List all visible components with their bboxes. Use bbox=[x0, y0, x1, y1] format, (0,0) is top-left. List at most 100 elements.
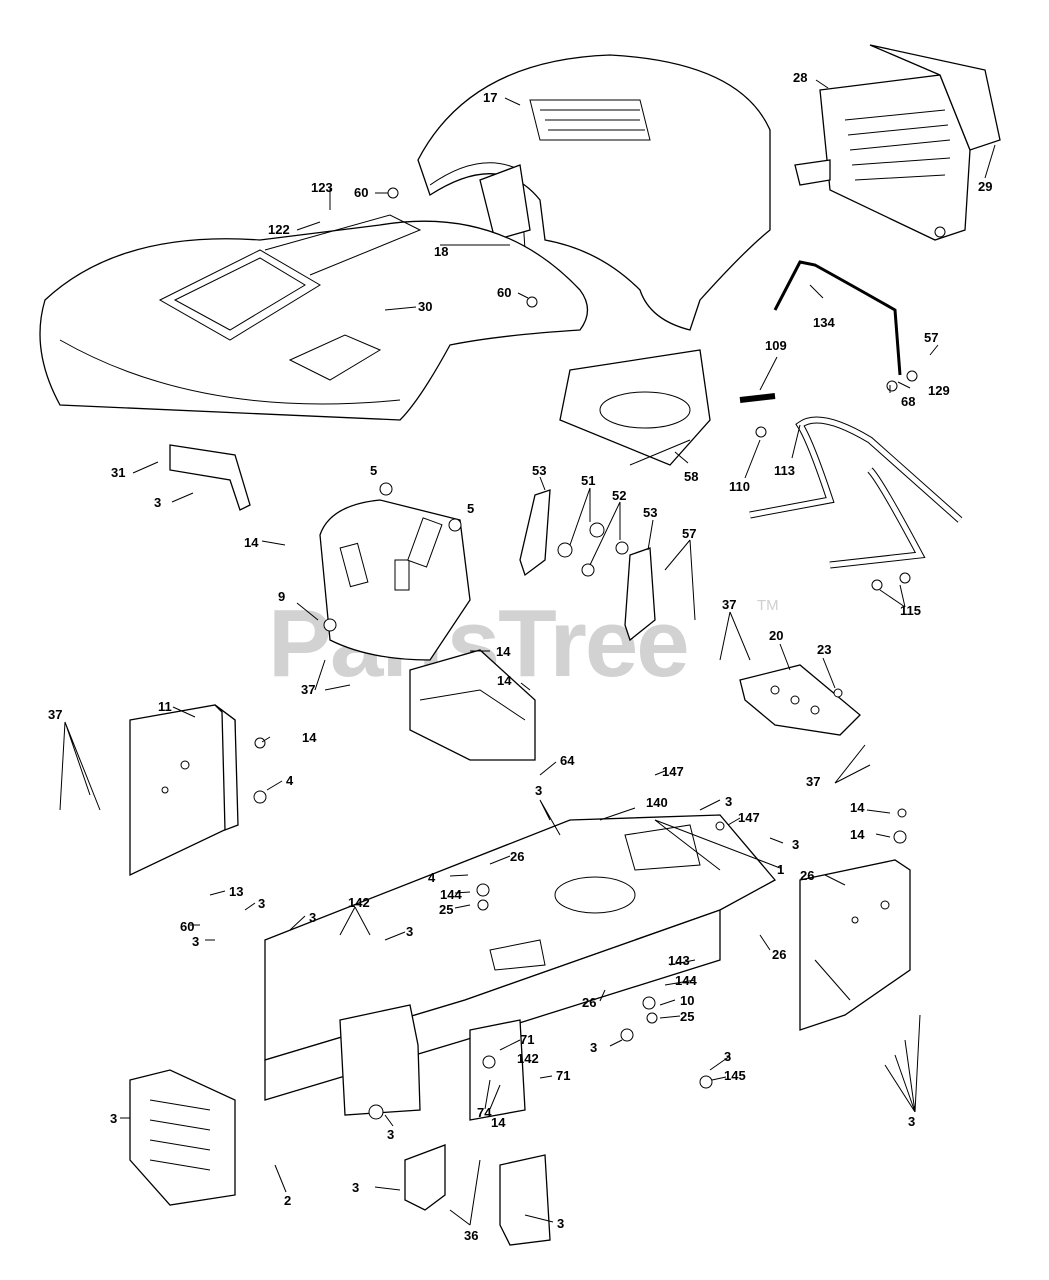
callout-label: 57 bbox=[924, 330, 938, 345]
tow-bar-part bbox=[749, 416, 963, 569]
callout-label: 5 bbox=[370, 463, 377, 478]
callout-label: 122 bbox=[268, 222, 290, 237]
callout-label: 3 bbox=[352, 1180, 359, 1195]
callout-label: 3 bbox=[590, 1040, 597, 1055]
bracket-part bbox=[404, 1144, 446, 1211]
callout-label: 37 bbox=[301, 682, 315, 697]
callout-label: 60 bbox=[354, 185, 368, 200]
callout-label: 144 bbox=[675, 973, 697, 988]
callout-label: 28 bbox=[793, 70, 807, 85]
callout-label: 71 bbox=[520, 1032, 534, 1047]
callout-label: 143 bbox=[668, 953, 690, 968]
callout-label: 9 bbox=[278, 589, 285, 604]
callout-label: 142 bbox=[348, 895, 370, 910]
callout-label: 3 bbox=[154, 495, 161, 510]
bracket-part bbox=[169, 444, 251, 511]
bracket-part bbox=[519, 489, 551, 577]
callout-label: 17 bbox=[483, 90, 497, 105]
leader-lines bbox=[59, 79, 996, 1226]
callout-label: 142 bbox=[517, 1051, 539, 1066]
callout-label: 68 bbox=[901, 394, 915, 409]
callout-label: 3 bbox=[406, 924, 413, 939]
callout-label: 58 bbox=[684, 469, 698, 484]
callout-label: 25 bbox=[439, 902, 453, 917]
callout-label: 4 bbox=[428, 870, 436, 885]
callout-label: 11 bbox=[158, 699, 172, 714]
callout-label: 1 bbox=[777, 862, 784, 877]
callout-label: 14 bbox=[244, 535, 259, 550]
grille-part bbox=[794, 44, 1001, 241]
bracket-part bbox=[499, 1154, 551, 1246]
callout-label: 29 bbox=[978, 179, 992, 194]
callout-label: 5 bbox=[467, 501, 474, 516]
callout-label: 2 bbox=[284, 1193, 291, 1208]
callout-label: 14 bbox=[850, 800, 865, 815]
callout-label: 18 bbox=[434, 244, 448, 259]
callout-label: 3 bbox=[110, 1111, 117, 1126]
callout-label: 109 bbox=[765, 338, 787, 353]
callout-label: 14 bbox=[497, 673, 512, 688]
callout-label: 123 bbox=[311, 180, 333, 195]
callout-label: 147 bbox=[738, 810, 760, 825]
callout-label: 57 bbox=[682, 526, 696, 541]
callout-label: 36 bbox=[464, 1228, 478, 1243]
callout-label: 37 bbox=[722, 597, 736, 612]
callout-label: 20 bbox=[769, 628, 783, 643]
callout-label: 53 bbox=[532, 463, 546, 478]
fender-part bbox=[39, 214, 589, 421]
front-plate-part bbox=[129, 1069, 236, 1206]
callout-label: 3 bbox=[192, 934, 199, 949]
callout-label: 3 bbox=[309, 910, 316, 925]
bracket-part bbox=[624, 547, 656, 642]
callout-label: 14 bbox=[850, 827, 865, 842]
callout-labels: 17 28 29 60 123 122 18 60 30 134 57 109 … bbox=[48, 70, 992, 1243]
callout-label: 3 bbox=[724, 1049, 731, 1064]
callout-label: 60 bbox=[180, 919, 194, 934]
dash-tower-part bbox=[319, 499, 471, 661]
callout-label: 3 bbox=[387, 1127, 394, 1142]
callout-label: 26 bbox=[772, 947, 786, 962]
callout-label: 64 bbox=[560, 753, 575, 768]
callout-label: 52 bbox=[612, 488, 626, 503]
callout-label: 129 bbox=[928, 383, 950, 398]
callout-label: 3 bbox=[725, 794, 732, 809]
fasteners bbox=[253, 187, 918, 1120]
shaft-part bbox=[739, 393, 776, 403]
side-panel-part bbox=[799, 859, 911, 1031]
callout-label: 14 bbox=[302, 730, 317, 745]
callout-label: 26 bbox=[582, 995, 596, 1010]
pedal-plate-part bbox=[739, 664, 861, 736]
callout-label: 115 bbox=[900, 603, 921, 618]
callout-label: 144 bbox=[440, 887, 462, 902]
callout-label: 74 bbox=[477, 1105, 492, 1120]
callout-label: 26 bbox=[800, 868, 814, 883]
callout-label: 140 bbox=[646, 795, 668, 810]
callout-label: 134 bbox=[813, 315, 835, 330]
callout-label: 3 bbox=[258, 896, 265, 911]
callout-label: 14 bbox=[496, 644, 511, 659]
callout-label: 71 bbox=[556, 1068, 570, 1083]
callout-label: 25 bbox=[680, 1009, 694, 1024]
callout-label: 110 bbox=[729, 479, 750, 494]
frame-part bbox=[264, 814, 777, 1121]
callout-label: 3 bbox=[535, 783, 542, 798]
hood-part bbox=[417, 54, 771, 331]
callout-label: 3 bbox=[908, 1114, 915, 1129]
rod-part bbox=[773, 260, 902, 376]
callout-label: 145 bbox=[724, 1068, 746, 1083]
side-panel-part bbox=[129, 704, 239, 877]
callout-label: 31 bbox=[111, 465, 125, 480]
console-part bbox=[409, 649, 536, 761]
callout-label: 37 bbox=[806, 774, 820, 789]
callout-label: 60 bbox=[497, 285, 511, 300]
callout-label: 4 bbox=[286, 773, 294, 788]
callout-label: 113 bbox=[774, 463, 795, 478]
callout-label: 3 bbox=[792, 837, 799, 852]
callout-label: 51 bbox=[581, 473, 595, 488]
callout-label: 53 bbox=[643, 505, 657, 520]
callout-label: 26 bbox=[510, 849, 524, 864]
callout-label: 14 bbox=[491, 1115, 506, 1130]
callout-label: 10 bbox=[680, 993, 694, 1008]
callout-label: 30 bbox=[418, 299, 432, 314]
